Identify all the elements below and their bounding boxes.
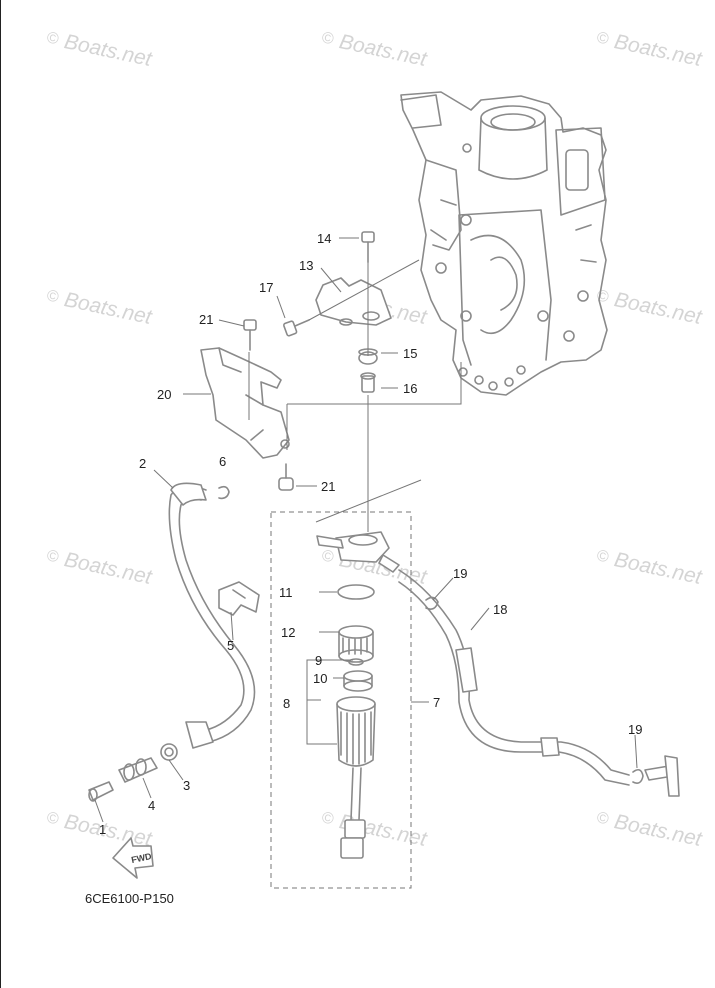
callout-11: 11: [279, 585, 293, 600]
svg-text:©: ©: [320, 809, 335, 828]
clip-19-upper: [425, 596, 439, 610]
float-10: [343, 670, 373, 692]
svg-text:©: ©: [45, 29, 60, 48]
svg-text:©: ©: [595, 809, 610, 828]
plug-1: [88, 781, 114, 802]
callout-16: 16: [403, 381, 417, 396]
cover-20: [200, 347, 290, 459]
bracket-13: [315, 277, 392, 326]
svg-text:©: ©: [595, 287, 610, 306]
collar-16: [360, 372, 376, 393]
svg-text:©: ©: [320, 547, 335, 566]
cup-8: [336, 696, 376, 767]
callout-2: 2: [139, 456, 146, 471]
filter-head: [316, 531, 400, 573]
watermark-text: Boats.net: [62, 288, 155, 329]
callout-18: 18: [493, 602, 507, 617]
engine-block: [400, 91, 608, 396]
callout-labels: 1 2 3 4 5 6 7 8 9 10 11 12 13 14 15 16 1…: [99, 231, 642, 837]
watermark-text: Boats.net: [62, 30, 155, 71]
diagram-code: 6CE6100-P150: [85, 891, 174, 906]
watermark-text: Boats.net: [62, 810, 155, 851]
fwd-arrow-icon: FWD: [112, 837, 154, 879]
watermark-text: Boats.net: [337, 30, 430, 71]
callout-20: 20: [157, 387, 171, 402]
hose-18: [398, 569, 630, 786]
bolt-21-upper: [243, 319, 257, 351]
callout-3: 3: [183, 778, 190, 793]
svg-text:©: ©: [45, 547, 60, 566]
callout-19: 19: [453, 566, 467, 581]
callout-9: 9: [315, 653, 322, 668]
callout-12: 12: [281, 625, 295, 640]
callout-15: 15: [403, 346, 417, 361]
callout-13: 13: [299, 258, 313, 273]
hose-2: [168, 482, 256, 749]
svg-text:©: ©: [45, 809, 60, 828]
callout-21: 21: [321, 479, 335, 494]
bolt-14: [361, 231, 375, 263]
element-12: [338, 625, 374, 663]
fwd-label: FWD: [130, 851, 153, 865]
watermark-text: Boats.net: [612, 548, 705, 589]
joint-4: [118, 757, 158, 783]
o-ring-9: [348, 658, 364, 666]
watermark-text: Boats.net: [62, 548, 155, 589]
callout-1: 1: [99, 822, 106, 837]
callout-14: 14: [317, 231, 331, 246]
callout-7: 7: [433, 695, 440, 710]
svg-text:©: ©: [45, 287, 60, 306]
callout-10: 10: [313, 671, 327, 686]
callout-4: 4: [148, 798, 155, 813]
clip-3: [160, 743, 178, 761]
callout-6: 6: [219, 454, 226, 469]
callout-21: 21: [199, 312, 213, 327]
watermark-text: Boats.net: [612, 810, 705, 851]
svg-text:©: ©: [595, 547, 610, 566]
bolt-21-lower: [278, 463, 294, 491]
o-ring-11: [337, 584, 375, 600]
callout-17: 17: [259, 280, 273, 295]
drain-hose: [340, 767, 366, 859]
callout-8: 8: [283, 696, 290, 711]
clip-19-lower: [632, 768, 644, 784]
svg-text:©: ©: [320, 29, 335, 48]
bolt-17: [283, 319, 310, 337]
watermark-text: Boats.net: [612, 288, 705, 329]
t-joint: [644, 755, 680, 797]
callout-19: 19: [628, 722, 642, 737]
callout-5: 5: [227, 638, 234, 653]
fuel-filter-assembly-box: [270, 511, 412, 889]
svg-text:©: ©: [595, 29, 610, 48]
holder-5: [218, 581, 260, 616]
clip-6: [218, 485, 230, 500]
watermark-text: Boats.net: [612, 30, 705, 71]
